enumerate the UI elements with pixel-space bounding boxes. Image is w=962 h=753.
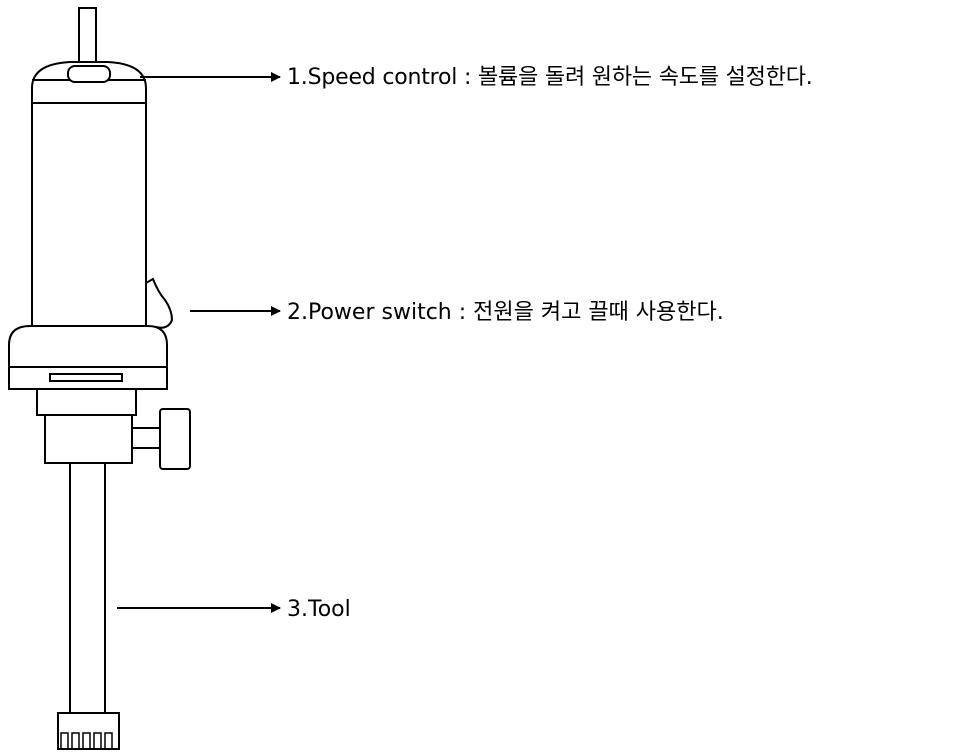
power-switch-label: 2.Power switch : 전원을 켜고 끌때 사용한다.: [287, 300, 724, 325]
clamp-collar: [44, 414, 133, 464]
base-housing: [8, 325, 168, 368]
tool-label: 3.Tool: [287, 597, 351, 622]
speed-control-knob: [67, 65, 111, 83]
power-switch: [145, 277, 174, 329]
tool-head: [57, 712, 120, 750]
power-cable: [78, 7, 97, 66]
speed-control-label: 1.Speed control : 볼륨을 돌려 원하는 속도를 설정한다.: [287, 65, 813, 90]
tool-shaft: [69, 462, 106, 714]
motor-body: [31, 102, 147, 327]
neck: [36, 388, 137, 416]
clamp-screw-shaft: [131, 427, 161, 449]
tool-head-teeth: [60, 732, 113, 749]
clamp-screw-knob: [159, 408, 191, 470]
base-slot: [49, 373, 123, 382]
